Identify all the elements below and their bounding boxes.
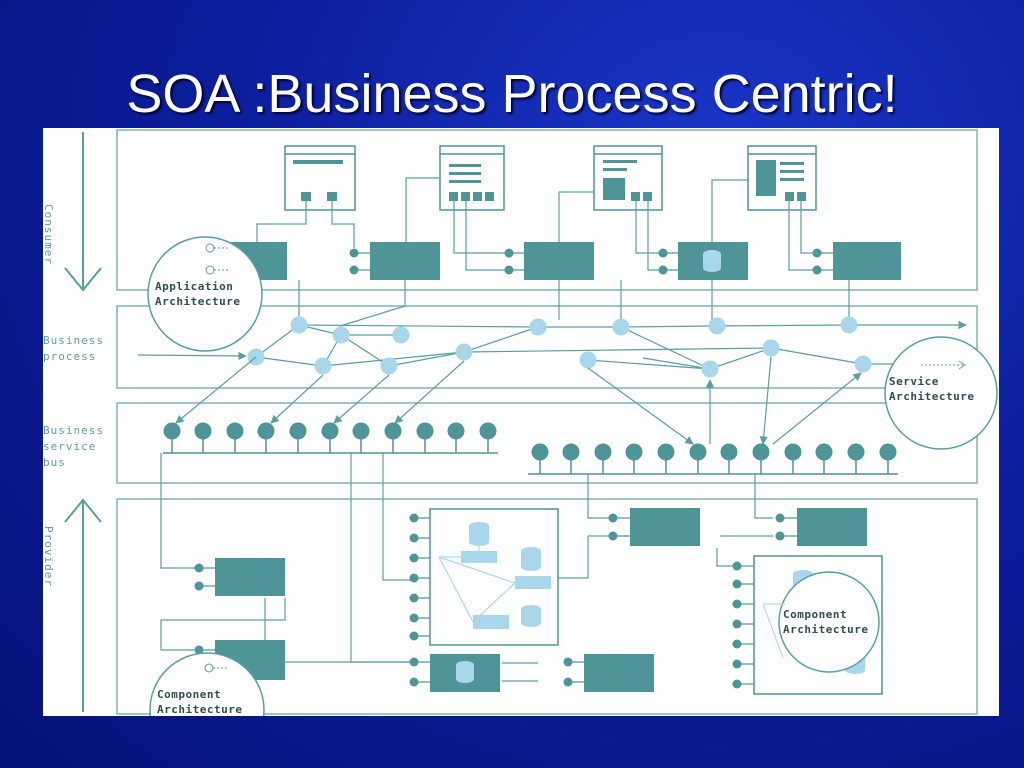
ui-screen-1: [284, 145, 356, 211]
provider-connectors: [160, 453, 773, 682]
consumer-label: Consumer: [43, 204, 55, 265]
component-architecture-left-label-1: Component: [157, 688, 221, 701]
consumer-components: [229, 242, 901, 280]
process-service-arrows: [175, 356, 862, 445]
provider-components: [215, 508, 867, 692]
soa-diagram-svg: Consumer Provider Business process Busin…: [43, 129, 998, 716]
ui-screen-4: [747, 145, 817, 211]
application-architecture-label-1: Application: [155, 280, 233, 293]
consumer-arrow: [64, 132, 102, 292]
application-architecture-callout: [147, 236, 263, 352]
provider-label: Provider: [43, 526, 55, 587]
screen-connectors: [256, 177, 850, 327]
service-architecture-label-1: Service: [889, 375, 939, 388]
business-process-lane: [116, 305, 978, 389]
application-architecture-label-2: Architecture: [155, 295, 240, 308]
component-architecture-right-label-2: Architecture: [783, 623, 868, 636]
soa-diagram: Consumer Provider Business process Busin…: [43, 128, 999, 716]
bsb-label-1: Business: [43, 424, 104, 437]
bsb-label-2: service: [43, 440, 96, 453]
business-process-label-2: process: [43, 350, 96, 363]
ui-screen-3: [593, 145, 663, 211]
component-architecture-left-label-2: Architecture: [157, 703, 242, 716]
consumer-lane: [116, 129, 978, 291]
process-nodes: [247, 316, 872, 378]
bsb-label-3: bus: [43, 456, 66, 469]
business-process-label-1: Business: [43, 334, 104, 347]
ui-screen-2: [439, 145, 505, 211]
service-architecture-callout: [884, 336, 998, 450]
slide-title: SOA :Business Process Centric!: [126, 64, 898, 124]
service-architecture-label-2: Architecture: [889, 390, 974, 403]
component-architecture-right-label-1: Component: [783, 608, 847, 621]
component-architecture-callout-left: [149, 652, 265, 716]
component-architecture-callout-right: [762, 571, 880, 673]
service-bus-left: [163, 422, 498, 454]
business-service-bus-lane: [116, 402, 978, 484]
composite-component-center: [409, 508, 559, 646]
process-flow-lines: [137, 320, 967, 370]
provider-arrow: [64, 498, 102, 712]
provider-lane: [116, 498, 978, 715]
service-bus-right: [528, 443, 898, 475]
